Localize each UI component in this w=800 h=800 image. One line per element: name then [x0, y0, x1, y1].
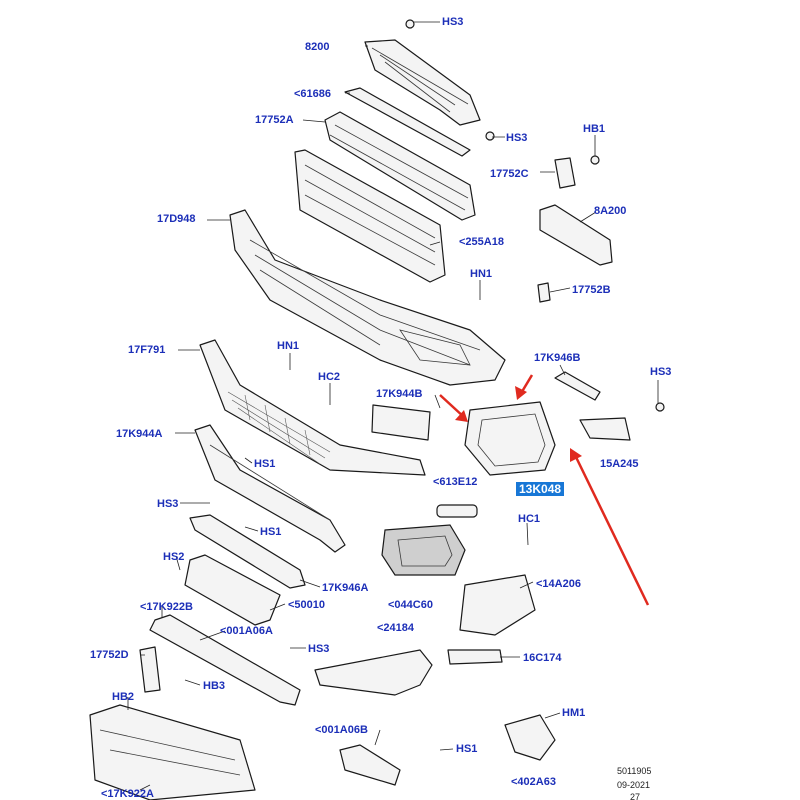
part-17752d-bracket — [139, 646, 161, 693]
label-hn1-left: HN1 — [277, 340, 300, 352]
label-17752d: 17752D — [90, 649, 129, 661]
leader-lines — [127, 21, 659, 791]
part-16c174-clip — [447, 649, 503, 665]
indicator-arrows — [439, 374, 650, 606]
label-hs1-b: HS1 — [260, 526, 282, 538]
part-044c60-fog-grille — [381, 524, 466, 576]
part-17k946b-trim — [554, 371, 601, 401]
part-402a63-bracket — [504, 714, 556, 761]
part-61686-strip — [344, 87, 471, 157]
label-hs3-top: HS3 — [442, 16, 464, 28]
part-8a200-bracket — [539, 204, 613, 266]
part-24184-cover — [314, 649, 433, 696]
label-50010: <50010 — [288, 599, 326, 611]
label-61686: <61686 — [294, 88, 332, 100]
label-8a200: 8A200 — [594, 205, 627, 217]
part-17k944a-lower-cover — [194, 424, 346, 553]
label-17f791: 17F791 — [128, 344, 166, 356]
footer-code: 5011905 — [617, 766, 652, 776]
part-50010-plate — [184, 554, 281, 626]
label-8200: 8200 — [305, 41, 330, 53]
part-8200-bracket — [364, 19, 481, 126]
label-044c60: <044C60 — [388, 599, 433, 611]
label-hn1-mid: HN1 — [470, 268, 493, 280]
label-hs2: HS2 — [163, 551, 185, 563]
label-hs3-right: HS3 — [650, 366, 672, 378]
label-hs3-left: HS3 — [157, 498, 179, 510]
label-001a06b: <001A06B — [315, 724, 368, 736]
label-hs1-a: HS1 — [254, 458, 276, 470]
label-hb2: HB2 — [112, 691, 135, 703]
part-13k048-bezel — [464, 401, 556, 476]
part-17k922a-skid — [89, 704, 256, 800]
label-13k048-highlighted: 13K048 — [516, 482, 565, 496]
part-613e12-lamp — [436, 504, 478, 518]
part-17k922b-skid — [149, 614, 301, 706]
label-17k944b: 17K944B — [376, 388, 423, 400]
label-16c174: 16C174 — [523, 652, 562, 664]
part-001a06b-trim — [339, 744, 401, 786]
label-15a245: 15A245 — [600, 458, 639, 470]
label-hc2: HC2 — [318, 371, 341, 383]
part-17752b-clip — [537, 282, 551, 303]
part-17d948-bumper-cover — [229, 209, 506, 386]
label-hs3-low: HS3 — [308, 643, 330, 655]
label-17k944a: 17K944A — [116, 428, 163, 440]
label-hs3-mid: HS3 — [506, 132, 528, 144]
part-17752a-bracket — [324, 111, 476, 221]
label-hc1: HC1 — [518, 513, 541, 525]
part-17k946a-trim — [189, 514, 306, 589]
label-17k922a: <17K922A — [101, 788, 154, 800]
fastener-cluster-upper-right — [485, 131, 600, 189]
part-17k944b-cover — [371, 404, 431, 441]
footer-date: 09-2021 — [617, 780, 651, 790]
part-14a206-panel — [459, 574, 536, 636]
label-17k946a: 17K946A — [322, 582, 369, 594]
label-17752a: 17752A — [255, 114, 294, 126]
part-17f791-lower-grille — [199, 339, 426, 476]
label-402a63: <402A63 — [511, 776, 556, 788]
label-hs1-c: HS1 — [456, 743, 478, 755]
label-hb1: HB1 — [583, 123, 606, 135]
footer-page: 27 — [630, 792, 641, 800]
label-255a18: <255A18 — [459, 236, 504, 248]
label-001a06a: <001A06A — [220, 625, 273, 637]
label-613e12: <613E12 — [433, 476, 478, 488]
label-hb3: HB3 — [203, 680, 226, 692]
label-17k922b: <17K922B — [140, 601, 193, 613]
label-hm1: HM1 — [562, 707, 586, 719]
label-17752c: 17752C — [490, 168, 529, 180]
part-255a18-grille-panel — [294, 149, 446, 283]
label-17752b: 17752B — [572, 284, 611, 296]
label-17k946b: 17K946B — [534, 352, 581, 364]
label-24184: <24184 — [377, 622, 415, 634]
part-15a245-bracket — [579, 402, 665, 441]
label-14a206: <14A206 — [536, 578, 581, 590]
label-17d948: 17D948 — [157, 213, 196, 225]
